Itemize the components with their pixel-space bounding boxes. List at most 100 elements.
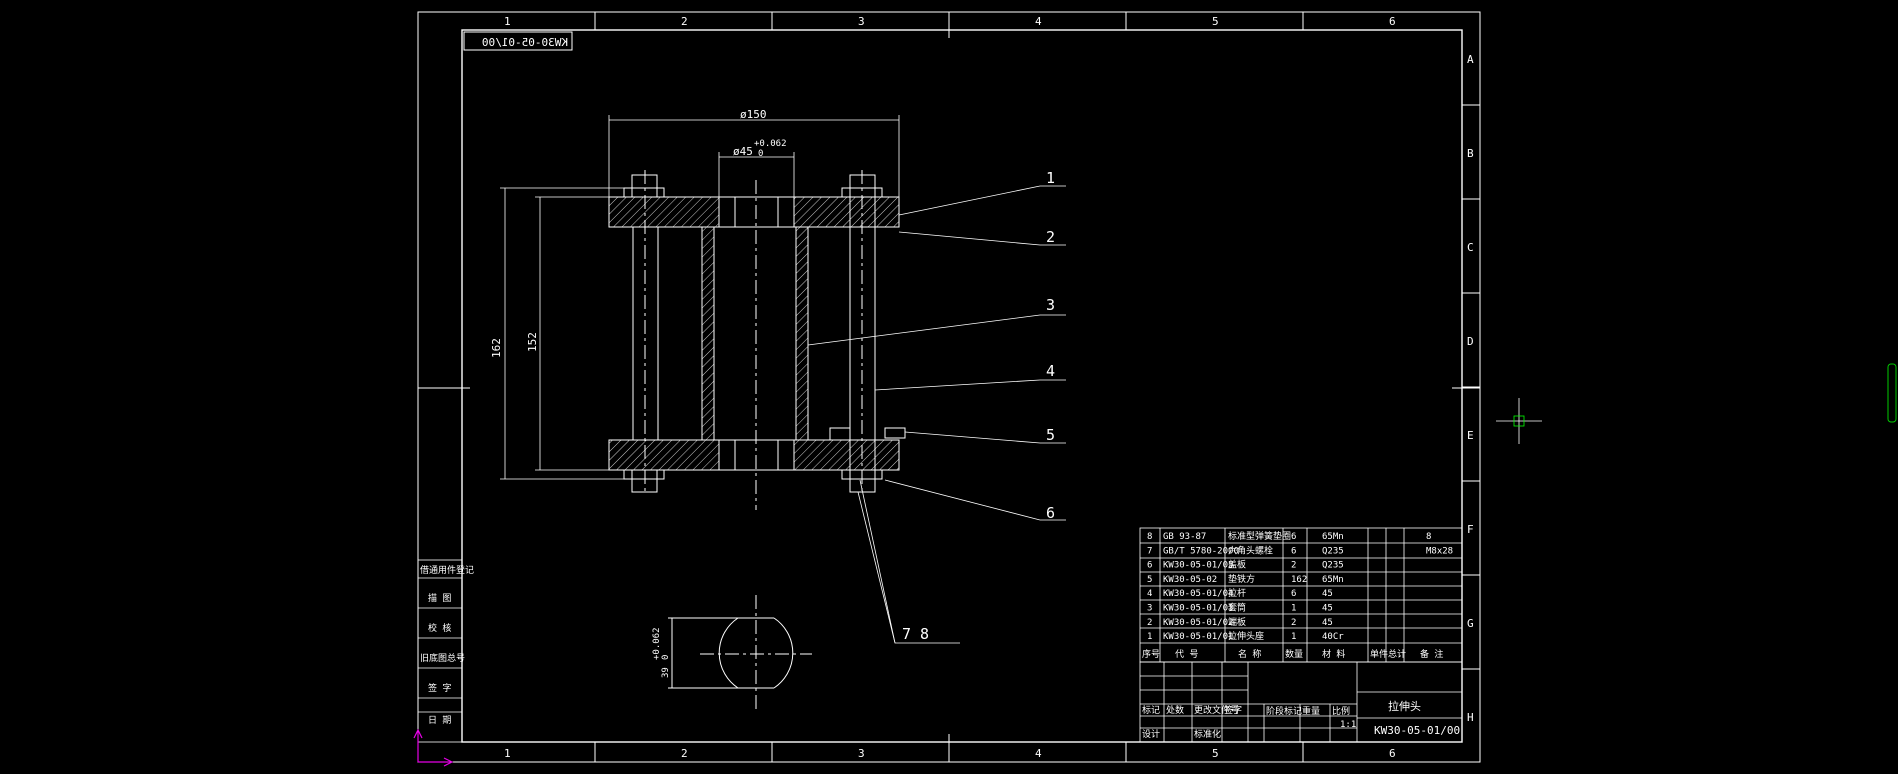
bom-table: [1139, 527, 1463, 663]
svg-text:1: 1: [504, 15, 511, 28]
bom-cell-qty: 6: [1291, 546, 1296, 556]
bom-cell-material: 45: [1322, 604, 1333, 614]
svg-text:签 字: 签 字: [428, 682, 451, 694]
end-view: [668, 595, 812, 712]
svg-text:1: 1: [504, 747, 511, 760]
drawing-number-stamp: KW30-05-01/00: [463, 31, 573, 51]
svg-text:H: H: [1467, 711, 1474, 724]
svg-text:更改文件号: 更改文件号: [1194, 704, 1239, 716]
bom-header-qty: 数量: [1285, 648, 1303, 660]
svg-text:39: 39: [661, 667, 671, 678]
bom-cell-code: GB/T 5780-2000: [1163, 546, 1239, 556]
svg-text:3: 3: [858, 15, 865, 28]
bom-cell-qty: 6: [1291, 589, 1296, 599]
bom-cell-no: 5: [1147, 575, 1152, 585]
main-section-view: [608, 170, 906, 510]
bom-cell-material: 65Mn: [1322, 532, 1344, 542]
svg-text:1: 1: [1046, 169, 1055, 187]
svg-text:G: G: [1467, 617, 1474, 630]
bom-cell-note: 8: [1426, 532, 1431, 542]
left-strip: [417, 559, 463, 743]
svg-text:3: 3: [1046, 296, 1055, 314]
bom-cell-material: 40Cr: [1322, 632, 1344, 642]
svg-text:重量: 重量: [1302, 705, 1320, 717]
svg-text:KW30-05-01/00: KW30-05-01/00: [482, 36, 568, 49]
navigation-bar-handle[interactable]: [1887, 363, 1897, 423]
bom-header-unit: 单件: [1370, 648, 1388, 660]
dimension-lines: [500, 115, 900, 480]
bom-cell-qty: 1: [1291, 632, 1296, 642]
bom-cell-code: KW30-05-01/01: [1163, 632, 1233, 642]
svg-text:借通用件登记: 借通用件登记: [420, 564, 474, 576]
svg-text:1:1: 1:1: [1340, 720, 1356, 730]
end-view-dims: 39 +0.062 0: [652, 627, 671, 678]
svg-text:F: F: [1467, 523, 1474, 536]
balloon-leaders: [807, 185, 1066, 644]
bom-header-material: 材 料: [1322, 648, 1345, 660]
title-block-values: 拉伸头 KW30-05-01/00: [1374, 699, 1460, 737]
bom-cell-no: 2: [1147, 618, 1152, 628]
bom-cell-no: 3: [1147, 604, 1152, 614]
svg-text:处数: 处数: [1166, 704, 1184, 716]
svg-text:6: 6: [1389, 15, 1396, 28]
bom-cell-name: 标准型弹簧垫圈: [1228, 530, 1291, 542]
bom-header-no: 序号: [1142, 648, 1160, 660]
bom-cell-material: Q235: [1322, 546, 1344, 556]
bom-cell-name: 垫铁方: [1228, 573, 1255, 585]
bom-cell-material: 65Mn: [1322, 575, 1344, 585]
bom-cell-code: GB 93-87: [1163, 532, 1206, 542]
bom-cell-code: KW30-05-02: [1163, 575, 1217, 585]
svg-text:阶段标记: 阶段标记: [1266, 705, 1302, 717]
svg-text:旧底图总号: 旧底图总号: [420, 652, 465, 664]
zone-column-labels-bottom: 1 2 3 4 5 6: [504, 747, 1396, 760]
bom-cell-code: KW30-05-01/02: [1163, 618, 1233, 628]
svg-text:+0.062: +0.062: [754, 139, 787, 149]
bom-cell-material: 45: [1322, 618, 1333, 628]
bom-cell-no: 7: [1147, 546, 1152, 556]
svg-text:比例: 比例: [1332, 705, 1350, 717]
svg-text:标准化: 标准化: [1194, 728, 1221, 740]
bom-header-total: 总计: [1388, 648, 1406, 660]
svg-text:描 图: 描 图: [428, 592, 451, 604]
svg-text:签字: 签字: [1224, 704, 1242, 716]
svg-text:+0.062: +0.062: [652, 627, 662, 660]
bom-cell-qty: 162: [1291, 575, 1307, 585]
svg-text:2: 2: [681, 15, 688, 28]
title-block-labels: 标记 处数 更改文件号 签字 设计 标准化 阶段标记 重量 比例 1:1: [1142, 704, 1356, 740]
bom-header-name: 名 称: [1238, 648, 1261, 660]
bom-cell-material: 45: [1322, 589, 1333, 599]
bom-header-code: 代 号: [1175, 649, 1198, 660]
svg-text:5: 5: [1212, 15, 1219, 28]
svg-text:2: 2: [681, 747, 688, 760]
bom-cell-name: 套筒: [1228, 602, 1246, 614]
bom-header-note: 备 注: [1420, 648, 1443, 660]
bom-cell-no: 8: [1147, 532, 1152, 542]
svg-text:校 核: 校 核: [428, 622, 451, 634]
bom-cell-no: 6: [1147, 561, 1152, 571]
bom-cell-name: 端板: [1228, 616, 1246, 628]
svg-text:A: A: [1467, 53, 1474, 66]
svg-text:C: C: [1467, 241, 1474, 254]
balloon-labels: 1 2 3 4 5 6 7 8: [902, 169, 1055, 643]
zone-columns: [418, 12, 1480, 762]
svg-text:5: 5: [1212, 747, 1219, 760]
bom-cell-note: M8x28: [1426, 546, 1453, 556]
svg-text:7 8: 7 8: [902, 625, 929, 643]
svg-text:5: 5: [1046, 426, 1055, 444]
svg-text:4: 4: [1035, 747, 1042, 760]
svg-text:4: 4: [1046, 362, 1055, 380]
bom-cell-no: 1: [1147, 632, 1152, 642]
bom-cell-code: KW30-05-01/05: [1163, 561, 1233, 571]
bom-cell-qty: 6: [1291, 532, 1296, 542]
bom-cell-name: 拉杆: [1228, 587, 1246, 599]
svg-text:6: 6: [1389, 747, 1396, 760]
svg-text:E: E: [1467, 429, 1474, 442]
svg-text:0: 0: [661, 655, 671, 660]
zone-row-labels: A B C D E F G H: [1467, 53, 1474, 724]
bom-cell-name: 盖板: [1228, 559, 1246, 571]
crosshair-cursor: [1496, 398, 1542, 444]
bom-cell-no: 4: [1147, 589, 1152, 599]
svg-text:D: D: [1467, 335, 1474, 348]
